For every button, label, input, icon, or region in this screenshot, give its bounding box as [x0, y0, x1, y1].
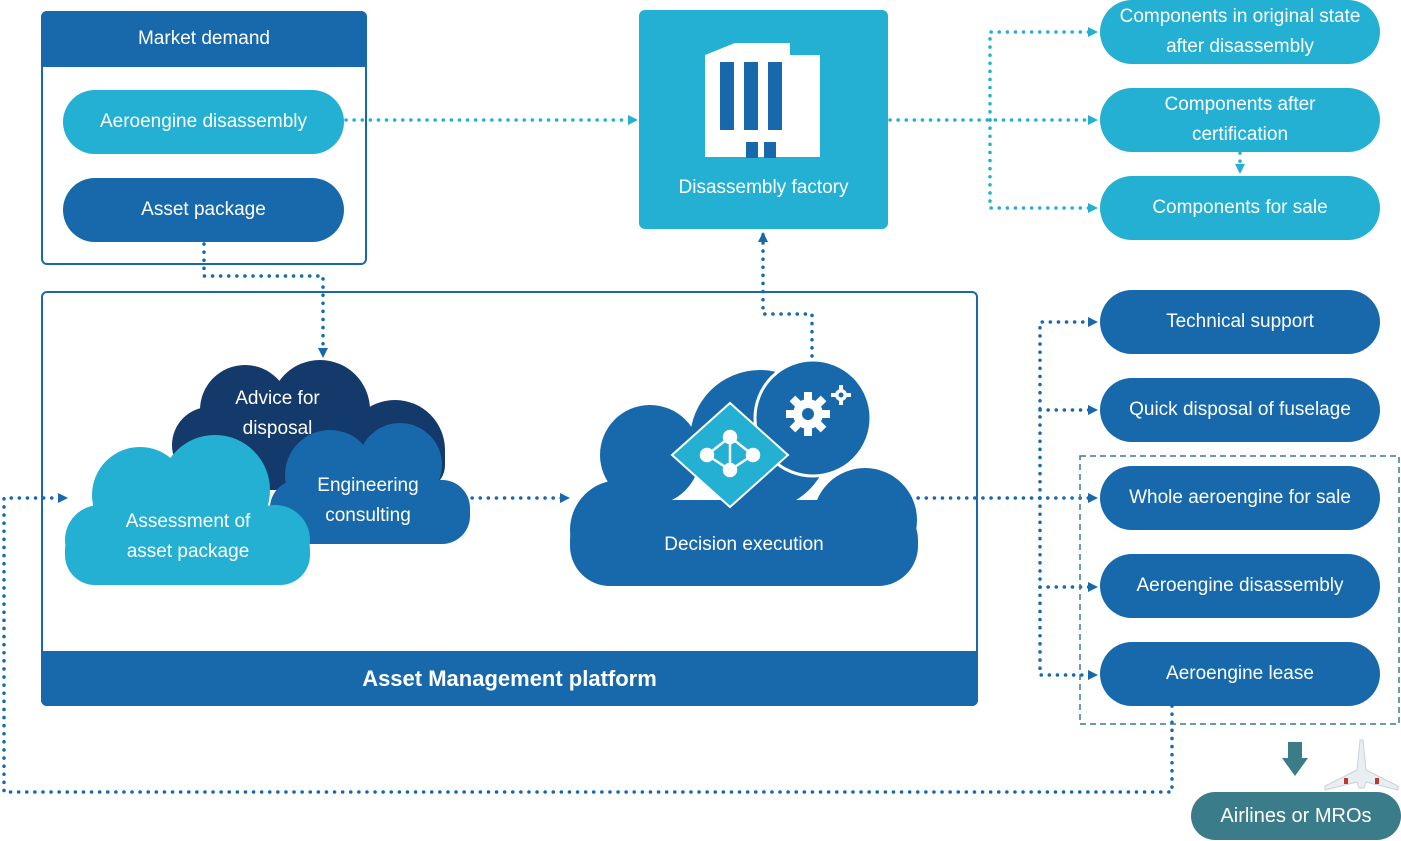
components-original: Components in original state after disas…: [1100, 0, 1380, 64]
service-engine-disassembly: Aeroengine disassembly: [1100, 554, 1380, 618]
connector-decision-to-factory: [758, 232, 814, 358]
cloud-assessment-label: Assessment of asset package: [125, 511, 251, 562]
service-quick-disposal: Quick disposal of fuselage: [1100, 378, 1380, 442]
cloud-advice-label: Advice for disposal: [235, 388, 320, 439]
aeroengine-disassembly-demand: Aeroengine disassembly: [63, 90, 344, 154]
airplane-icon: [1324, 739, 1399, 791]
components-certification: Components after certification: [1100, 88, 1380, 152]
down-arrow-icon: [1282, 742, 1308, 776]
service-whole-engine-sale: Whole aeroengine for sale: [1100, 466, 1380, 530]
cloud-engineering: [270, 423, 470, 544]
connector-factory-to-components: [888, 27, 1245, 213]
asset-management-platform-panel: [41, 291, 978, 706]
gears-icon: [786, 385, 851, 436]
asset-management-platform-label: Asset Management platform: [41, 651, 978, 706]
sales-group-frame: [1079, 455, 1400, 725]
network-diamond-icon: [670, 401, 790, 509]
components-for-sale: Components for sale: [1100, 176, 1380, 240]
connector-feedback-loop: [2, 493, 1174, 794]
airlines-or-mros: Airlines or MROs: [1191, 792, 1401, 840]
service-technical-support: Technical support: [1100, 290, 1380, 354]
connector-asset-package-to-platform: [202, 242, 328, 358]
connector-decision-to-services: [908, 317, 1098, 680]
asset-package-demand: Asset package: [63, 178, 344, 242]
cloud-engineering-label: Engineering consulting: [317, 475, 419, 526]
cloud-decision-label: Decision execution: [664, 534, 824, 555]
market-demand-title: Market demand: [41, 11, 367, 67]
cloud-assessment: [65, 435, 310, 585]
disassembly-factory-label: Disassembly factory: [678, 177, 849, 198]
service-engine-lease: Aeroengine lease: [1100, 642, 1380, 706]
